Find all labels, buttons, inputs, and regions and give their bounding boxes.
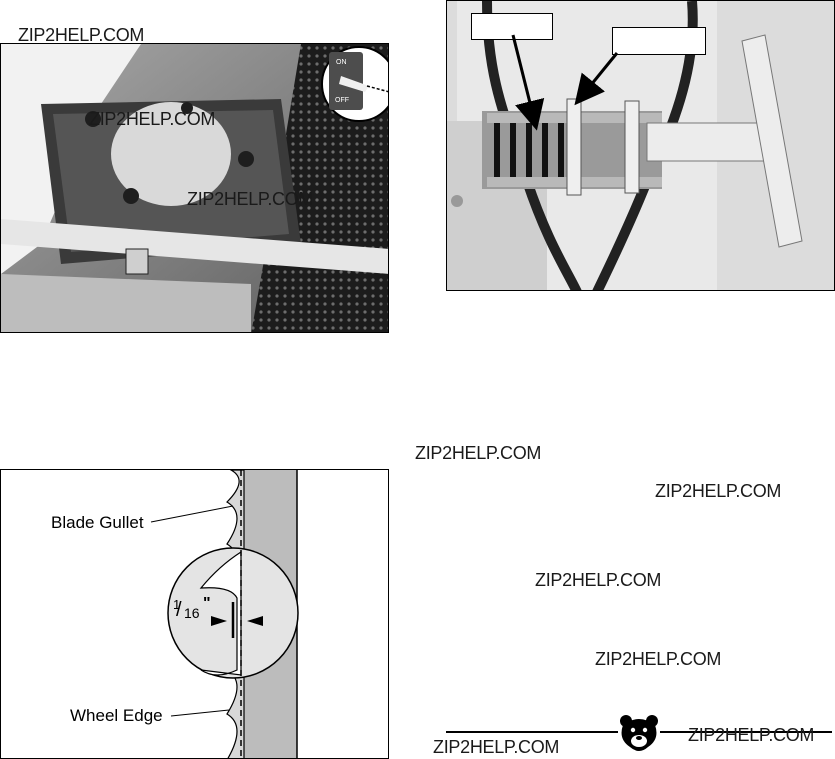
fraction-unit: " bbox=[203, 595, 211, 612]
watermark-7: ZIP2HELP.COM bbox=[595, 649, 722, 669]
blade-alignment-diagram: Blade Gullet Wheel Edge 1 / 16 " bbox=[0, 469, 389, 759]
blade-guide-photo: ON OFF ZIP2HELP.COM ZIP2HELP.COM bbox=[0, 43, 389, 333]
fraction-denominator: 16 bbox=[184, 605, 200, 621]
wheel-edge-label: Wheel Edge bbox=[70, 706, 163, 725]
tension-spring-photo bbox=[446, 0, 835, 291]
footer-rule-left bbox=[446, 731, 618, 733]
watermark-3: ZIP2HELP.COM bbox=[187, 189, 314, 209]
callout-box-right bbox=[612, 27, 706, 55]
switch-on-label: ON bbox=[336, 59, 347, 66]
arrow-left bbox=[511, 34, 545, 131]
fraction-numerator: 1 bbox=[173, 597, 181, 612]
arrow-right bbox=[574, 52, 619, 106]
watermark-1: ZIP2HELP.COM bbox=[18, 25, 145, 45]
watermark-2: ZIP2HELP.COM bbox=[89, 109, 216, 129]
footer-rule-right bbox=[660, 731, 832, 733]
fraction-slash: / bbox=[176, 599, 182, 621]
callout-box-left bbox=[471, 13, 553, 40]
watermark-9: ZIP2HELP.COM bbox=[688, 725, 815, 745]
blade-gullet-label: Blade Gullet bbox=[51, 513, 144, 532]
callout-arrows bbox=[511, 34, 619, 131]
bear-head-icon bbox=[620, 715, 658, 751]
watermark-5: ZIP2HELP.COM bbox=[655, 481, 782, 501]
switch-magnifier: ON OFF bbox=[321, 46, 388, 122]
watermark-8: ZIP2HELP.COM bbox=[433, 737, 560, 757]
switch-off-label: OFF bbox=[335, 97, 349, 104]
tension-spring-illustration bbox=[447, 1, 834, 290]
watermark-4: ZIP2HELP.COM bbox=[415, 443, 542, 463]
watermark-6: ZIP2HELP.COM bbox=[535, 570, 662, 590]
blade-alignment-drawing: Blade Gullet Wheel Edge bbox=[51, 470, 299, 758]
